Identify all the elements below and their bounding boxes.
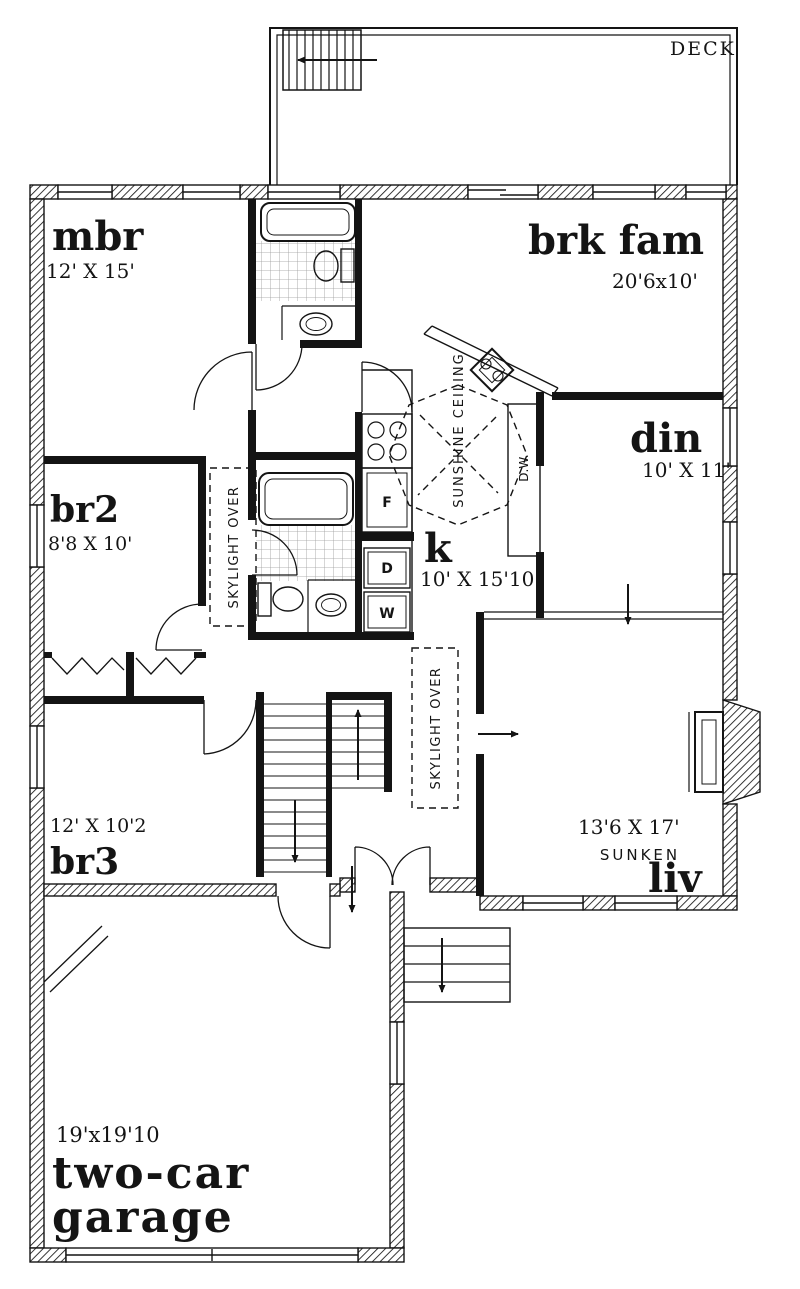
window bbox=[267, 184, 341, 200]
room-dims-brkfam: 20'6x10' bbox=[612, 269, 698, 293]
closet-bifold-left bbox=[51, 657, 125, 675]
door-arc-master-bath bbox=[255, 343, 303, 391]
dryer-label: D bbox=[381, 561, 393, 577]
site-details bbox=[43, 584, 723, 1003]
counter-edge bbox=[362, 369, 413, 632]
door-arc-br2 bbox=[155, 603, 203, 651]
room-label-mbr: mbr bbox=[52, 213, 144, 260]
fireplace bbox=[688, 711, 724, 793]
door-arc-garage-entry bbox=[277, 895, 331, 949]
skylight-outline-hall bbox=[209, 467, 257, 627]
window bbox=[614, 895, 678, 911]
ceiling-features bbox=[209, 384, 528, 809]
deck-label: DECK bbox=[670, 38, 736, 60]
room-dims-garage: 19'x19'10 bbox=[56, 1123, 160, 1147]
dishwasher-counter bbox=[507, 403, 541, 557]
garage-door bbox=[65, 1247, 359, 1263]
room-label-br2: br2 bbox=[50, 489, 119, 531]
window bbox=[522, 895, 584, 911]
door-arc-front-right bbox=[391, 846, 431, 886]
dryer bbox=[363, 547, 411, 589]
exterior-walls bbox=[29, 184, 761, 1263]
sunshine-ceiling-label: SUNSHINE CEILING bbox=[452, 352, 467, 507]
tile-floor bbox=[256, 241, 355, 301]
angled-counter bbox=[423, 325, 559, 397]
door-arc-br3 bbox=[203, 699, 257, 755]
labels: DECK mbr 12' X 15' brk fam 20'6x10' din … bbox=[46, 38, 736, 1243]
closet-bifold-right bbox=[135, 657, 197, 675]
porch-steps bbox=[403, 927, 511, 1003]
window bbox=[722, 407, 738, 467]
room-label-garage-line2: garage bbox=[52, 1192, 234, 1243]
fireplace-chimney bbox=[722, 699, 761, 805]
toilet bbox=[313, 248, 355, 283]
deck-stairs bbox=[282, 29, 377, 91]
room-label-kitchen: k bbox=[424, 525, 453, 572]
room-label-din: din bbox=[630, 415, 702, 462]
skylight-label-hall: SKYLIGHT OVER bbox=[227, 486, 242, 609]
room-dims-din: 10' X 11' bbox=[642, 458, 731, 482]
room-dims-kitchen: 10' X 15'10 bbox=[420, 567, 534, 591]
room-dims-br2: 8'8 X 10' bbox=[48, 533, 132, 555]
door-arc-kitchen bbox=[361, 361, 413, 413]
room-label-liv: liv bbox=[648, 855, 703, 902]
interior-walls bbox=[44, 199, 723, 896]
garage-corner-diagonal bbox=[43, 925, 109, 993]
room-dims-br3: 12' X 10'2 bbox=[50, 815, 147, 837]
bathtub bbox=[260, 202, 356, 242]
doors bbox=[51, 343, 431, 949]
skylight-label-foyer: SKYLIGHT OVER bbox=[429, 667, 444, 790]
door-arc-mbr bbox=[193, 351, 253, 411]
room-note-liv: SUNKEN bbox=[600, 846, 680, 864]
room-dims-mbr: 12' X 15' bbox=[46, 259, 135, 283]
window bbox=[685, 184, 727, 200]
windows bbox=[29, 184, 738, 1263]
room-label-garage-line1: two-car bbox=[52, 1148, 250, 1199]
window bbox=[57, 184, 113, 200]
window bbox=[29, 504, 45, 568]
room-dims-liv: 13'6 X 17' bbox=[578, 815, 680, 839]
skylight-outline-foyer bbox=[411, 647, 459, 809]
kitchen-appliances bbox=[361, 325, 559, 633]
room-label-brkfam: brk fam bbox=[528, 217, 704, 264]
door-arc-front-left bbox=[354, 846, 394, 886]
toilet bbox=[257, 582, 304, 617]
deck bbox=[269, 27, 738, 185]
bathtub bbox=[258, 472, 354, 526]
fridge-label: F bbox=[382, 495, 392, 511]
window bbox=[182, 184, 241, 200]
sliding-door bbox=[467, 184, 539, 200]
hall-bath bbox=[256, 472, 355, 632]
washer bbox=[363, 591, 411, 633]
washer-label: W bbox=[379, 606, 394, 622]
window bbox=[29, 725, 45, 789]
sunken-step-edge bbox=[484, 611, 723, 620]
flow-arrows bbox=[348, 584, 632, 993]
window bbox=[389, 1021, 405, 1085]
master-bath bbox=[256, 202, 356, 340]
window bbox=[592, 184, 656, 200]
door-arc-hall-bath bbox=[251, 529, 298, 576]
cooktop bbox=[469, 347, 515, 393]
vanity-sink bbox=[307, 579, 355, 632]
dishwasher-label: D.W. bbox=[517, 454, 531, 481]
window bbox=[722, 521, 738, 575]
vanity-sink bbox=[281, 305, 355, 340]
room-label-br3: br3 bbox=[50, 841, 119, 883]
range bbox=[361, 413, 413, 469]
refrigerator bbox=[361, 467, 413, 533]
stairs bbox=[264, 703, 384, 873]
